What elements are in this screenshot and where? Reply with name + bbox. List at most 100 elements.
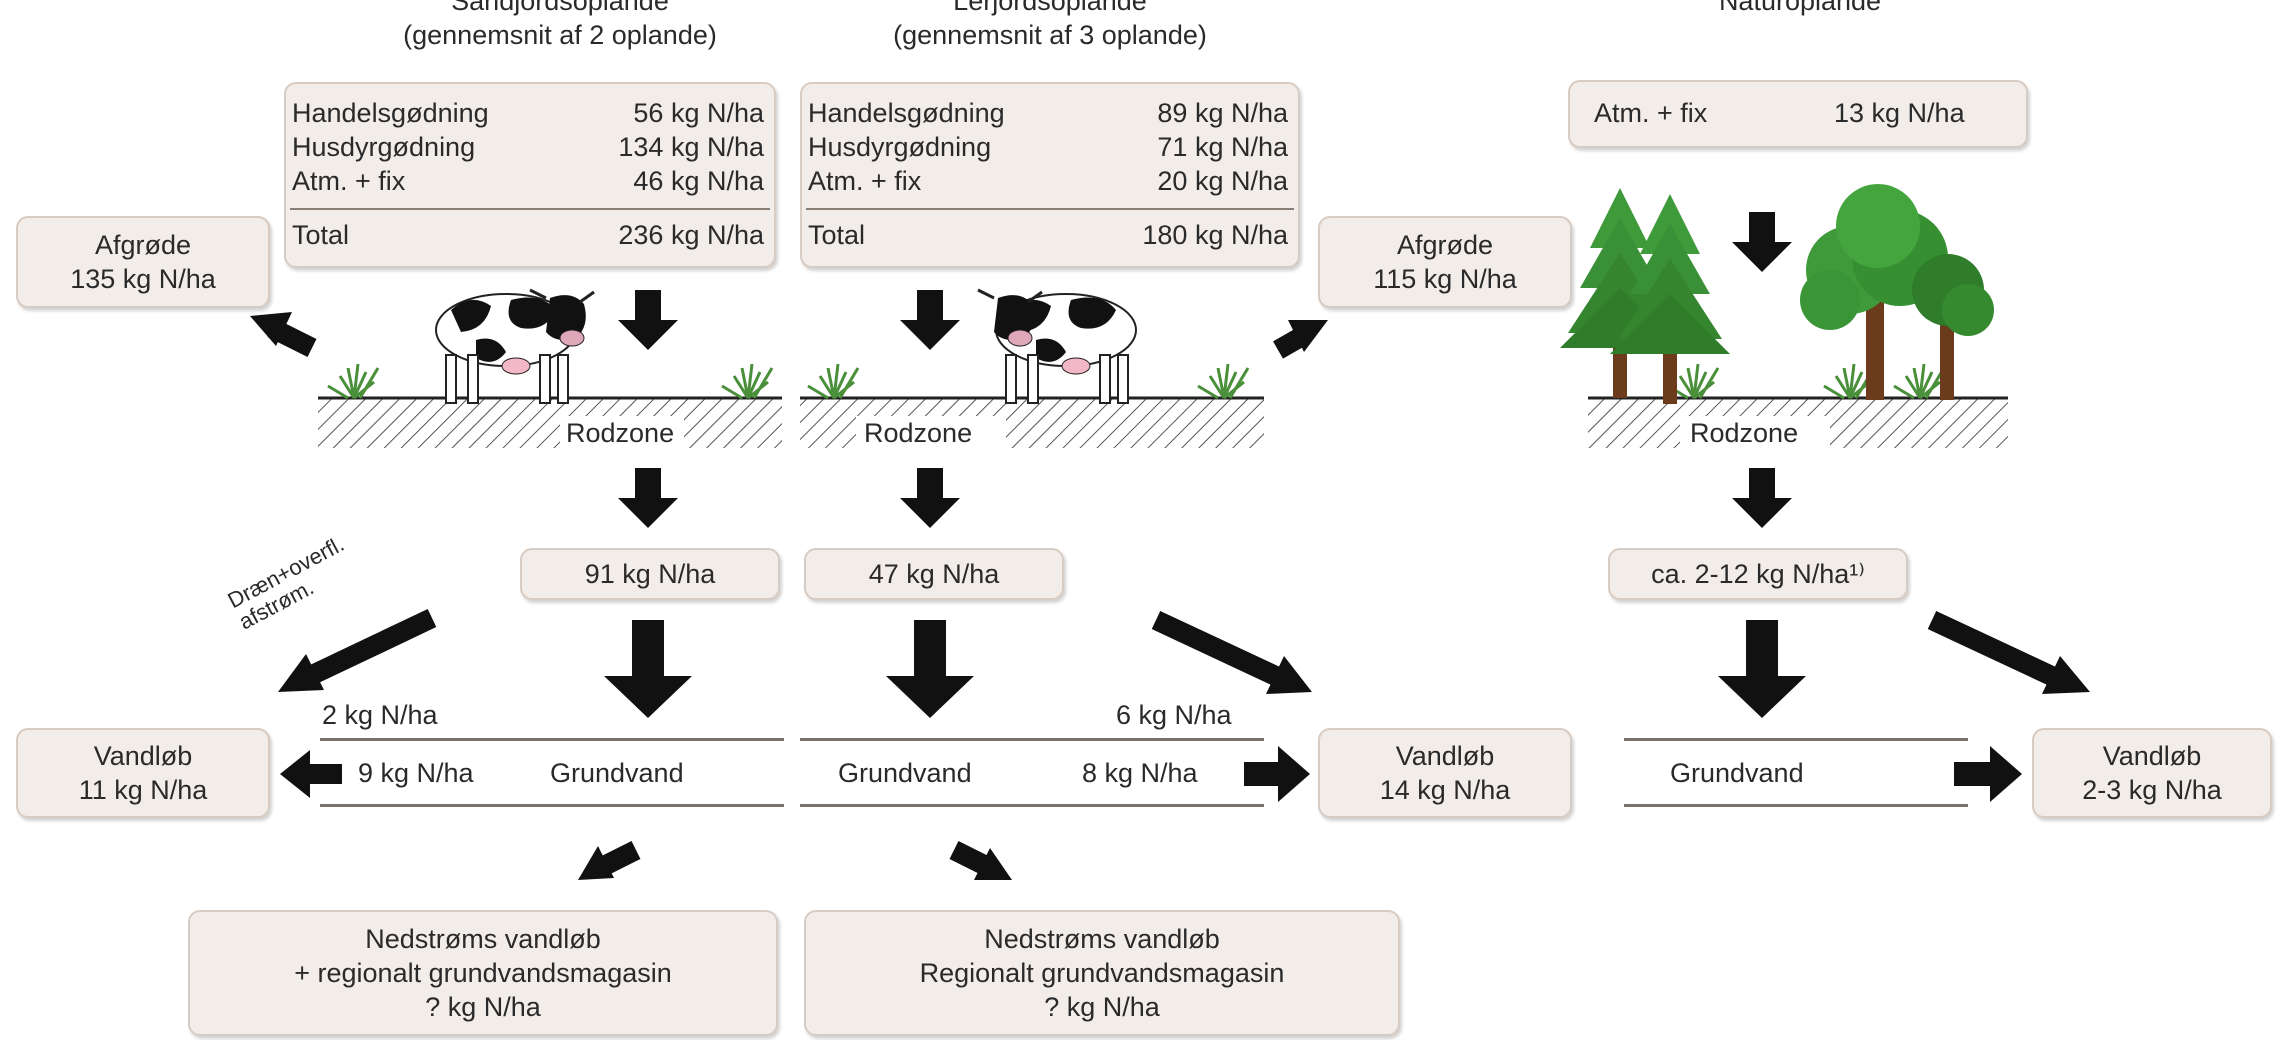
leaching-value: ca. 2-12 kg N/ha¹⁾ xyxy=(1651,559,1865,589)
nature-title: Naturoplande xyxy=(1718,0,1882,16)
down-arrow-icon xyxy=(900,290,960,350)
downstream-line2: + regionalt grundvandsmagasin xyxy=(294,958,672,988)
groundwater-top-line xyxy=(800,738,1264,741)
deciduous-tree-icon xyxy=(1912,254,1994,400)
clay-title: Lerjordsoplande xyxy=(953,0,1147,16)
clay-downstream-box: Nedstrøms vandløb Regionalt grundvandsma… xyxy=(804,910,1400,1036)
cow-icon xyxy=(976,288,1137,404)
cow-icon xyxy=(435,288,596,404)
clay-crop-box: Afgrøde 115 kg N/ha xyxy=(1318,216,1572,308)
crop-label: Afgrøde xyxy=(1396,230,1494,260)
clay-subtitle: (gennemsnit af 3 oplande) xyxy=(893,20,1207,50)
leaching-value: 91 kg N/ha xyxy=(584,559,716,589)
stream-label: Vandløb xyxy=(2102,741,2202,771)
crop-uptake-arrow-clay xyxy=(1273,320,1328,359)
total-value: 180 kg N/ha xyxy=(1142,220,1288,250)
left-arrow-icon xyxy=(280,750,342,798)
clay-stream-box: Vandløb 14 kg N/ha xyxy=(1318,728,1572,818)
stream-value: 2-3 kg N/ha xyxy=(2082,775,2222,805)
nature-catchment-header: Naturoplande xyxy=(1590,0,2010,18)
clay-drain-value: 6 kg N/ha xyxy=(1116,700,1232,730)
sand-input-table: Handelsgødning 56 kg N/ha Husdyrgødning 13… xyxy=(284,82,776,268)
groundwater-flow-value: 8 kg N/ha xyxy=(1082,758,1198,788)
sand-soil xyxy=(318,396,782,448)
stream-label: Vandløb xyxy=(93,741,193,771)
stream-value: 11 kg N/ha xyxy=(78,775,208,805)
groundwater-label: Grundvand xyxy=(838,758,972,788)
input-value: 46 kg N/ha xyxy=(633,166,764,196)
sand-stream-box: Vandløb 11 kg N/ha xyxy=(16,728,270,818)
total-label: Total xyxy=(292,220,350,250)
groundwater-label: Grundvand xyxy=(1670,758,1804,788)
input-label: Handelsgødning xyxy=(808,98,1005,128)
groundwater-bottom-line xyxy=(1624,804,1968,807)
down-arrow-icon xyxy=(618,290,678,350)
grass-icon xyxy=(1892,362,1946,400)
input-value: 13 kg N/ha xyxy=(1834,98,1965,128)
nature-leaching-box: ca. 2-12 kg N/ha¹⁾ xyxy=(1608,548,1908,600)
crop-uptake-arrow-sand xyxy=(250,312,317,357)
stream-label: Vandløb xyxy=(1395,741,1495,771)
drain-arrow xyxy=(278,608,437,692)
downstream-arrow-sand xyxy=(578,841,641,880)
down-arrow-icon xyxy=(1732,212,1792,272)
root-zone-label: Rodzone xyxy=(864,418,973,448)
sand-catchment-header: Sandjordsoplande (gennemsnit af 2 opland… xyxy=(300,0,820,52)
down-arrow-icon xyxy=(1718,620,1806,718)
input-label: Atm. + fix xyxy=(808,166,922,196)
downstream-line1: Nedstrøms vandløb xyxy=(984,924,1220,954)
sand-subtitle: (gennemsnit af 2 oplande) xyxy=(403,20,717,50)
nature-stream-box: Vandløb 2-3 kg N/ha xyxy=(2032,728,2272,818)
right-arrow-icon xyxy=(1954,746,2022,802)
groundwater-flow-value: 9 kg N/ha xyxy=(358,758,474,788)
input-value: 134 kg N/ha xyxy=(618,132,764,162)
sand-crop-box: Afgrøde 135 kg N/ha xyxy=(16,216,270,308)
input-label: Husdyrgødning xyxy=(292,132,476,162)
crop-value: 115 kg N/ha xyxy=(1373,264,1517,294)
groundwater-bottom-line xyxy=(800,804,1264,807)
downstream-line3: ? kg N/ha xyxy=(425,992,541,1022)
downstream-line2: Regionalt grundvandsmagasin xyxy=(919,958,1285,988)
groundwater-top-line xyxy=(1624,738,1968,741)
input-value: 71 kg N/ha xyxy=(1157,132,1288,162)
input-label: Husdyrgødning xyxy=(808,132,992,162)
grass-icon xyxy=(1196,362,1250,400)
nature-runoff-arrow xyxy=(1927,610,2090,694)
total-value: 236 kg N/ha xyxy=(618,220,764,250)
grass-icon xyxy=(326,362,380,400)
drain-value: 2 kg N/ha xyxy=(322,700,438,730)
groundwater-bottom-line xyxy=(320,804,784,807)
nature-input-box: Atm. + fix 13 kg N/ha xyxy=(1568,80,2028,148)
root-zone-label: Rodzone xyxy=(1690,418,1799,448)
down-arrow-icon xyxy=(618,468,678,528)
input-label: Handelsgødning xyxy=(292,98,489,128)
downstream-arrow-clay xyxy=(949,841,1012,880)
crop-value: 135 kg N/ha xyxy=(70,264,216,294)
down-arrow-icon xyxy=(1732,468,1792,528)
total-label: Total xyxy=(808,220,866,250)
right-arrow-icon xyxy=(1244,746,1310,802)
stream-value: 14 kg N/ha xyxy=(1379,775,1511,805)
clay-catchment-header: Lerjordsoplande (gennemsnit af 3 oplande… xyxy=(790,0,1310,52)
table-divider xyxy=(290,208,770,210)
input-label: Atm. + fix xyxy=(1594,98,1708,128)
down-arrow-icon xyxy=(886,620,974,718)
input-value: 20 kg N/ha xyxy=(1157,166,1288,196)
down-arrow-icon xyxy=(900,468,960,528)
groundwater-label: Grundvand xyxy=(550,758,684,788)
sand-title: Sandjordsoplande xyxy=(451,0,669,16)
down-arrow-icon xyxy=(604,620,692,718)
downstream-line3: ? kg N/ha xyxy=(1044,992,1160,1022)
grass-icon xyxy=(720,362,774,400)
root-zone-label: Rodzone xyxy=(566,418,675,448)
crop-label: Afgrøde xyxy=(94,230,192,260)
clay-drain-arrow xyxy=(1151,610,1312,694)
leaching-value: 47 kg N/ha xyxy=(868,559,1000,589)
clay-input-table: Handelsgødning 89 kg N/ha Husdyrgødning 71… xyxy=(800,82,1300,268)
groundwater-top-line xyxy=(320,738,784,741)
input-value: 56 kg N/ha xyxy=(633,98,764,128)
input-value: 89 kg N/ha xyxy=(1157,98,1288,128)
table-divider xyxy=(806,208,1294,210)
sand-leaching-box: 91 kg N/ha xyxy=(520,548,780,600)
